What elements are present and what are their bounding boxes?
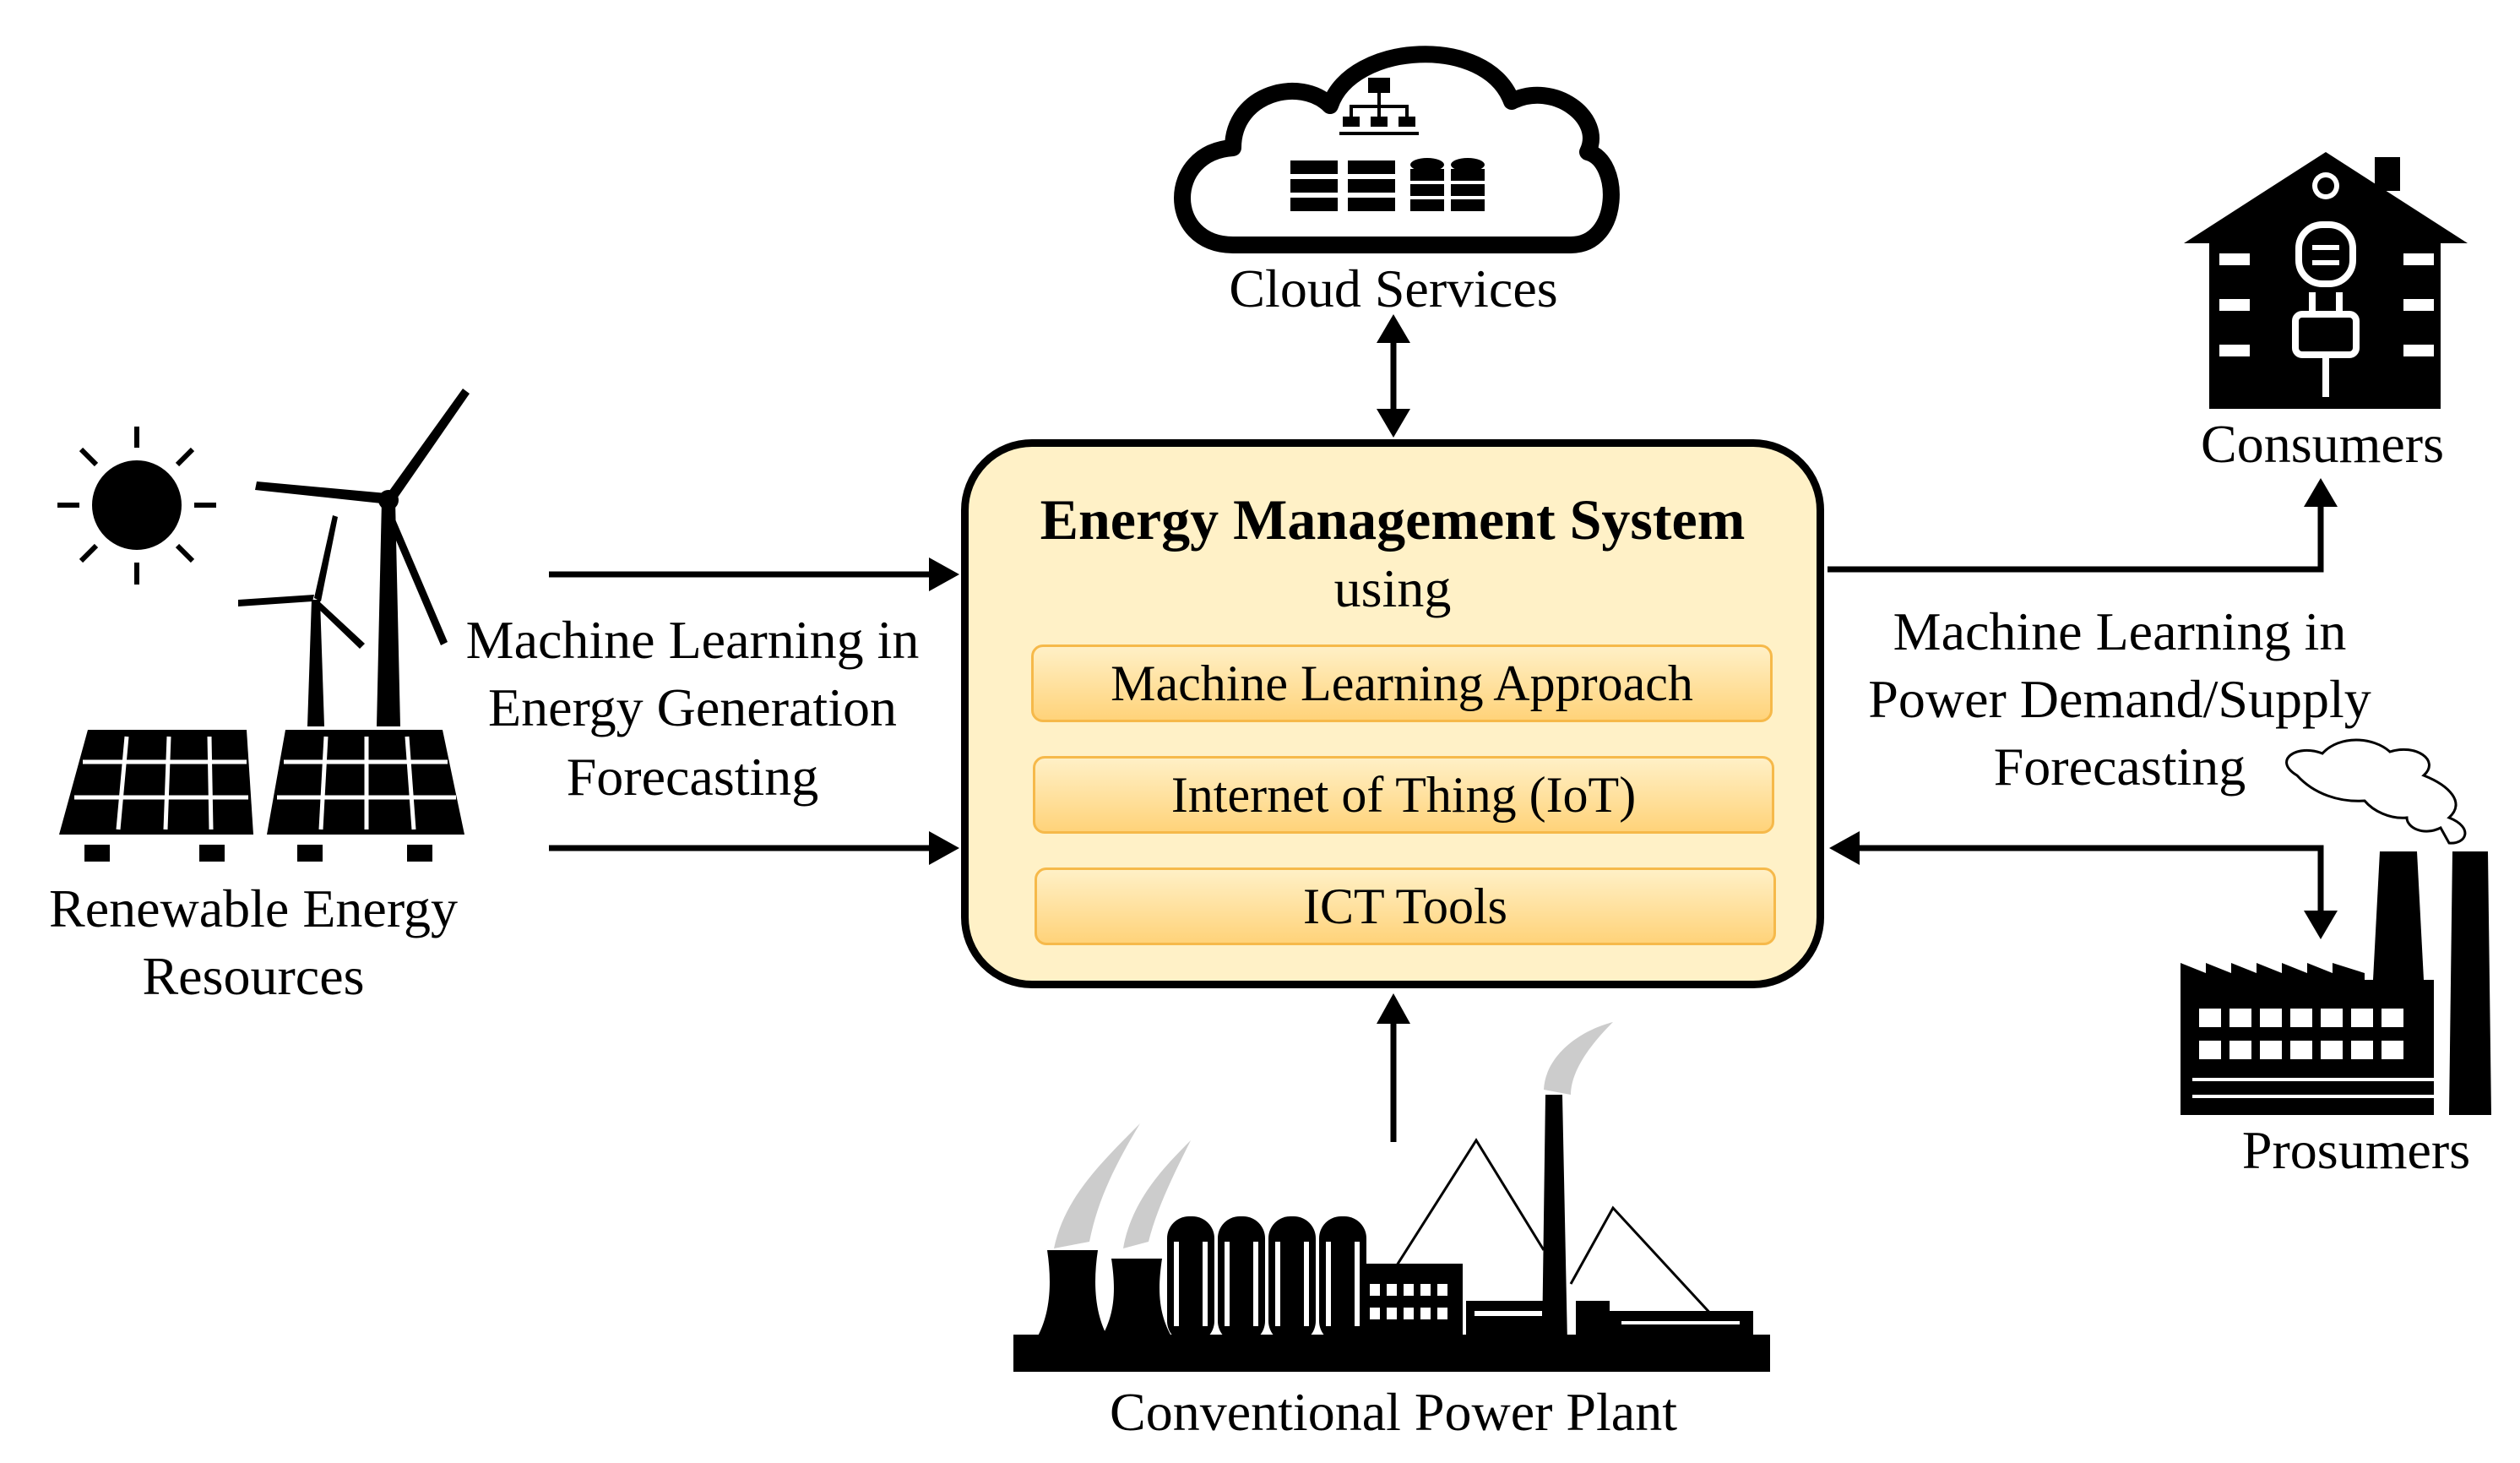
ml-approach-pill: Machine Learning Approach xyxy=(1031,644,1773,722)
generation-forecast-label-line3: Forecasting xyxy=(566,747,819,807)
demand-forecast-label-line1: Machine Learning in xyxy=(1893,601,2347,661)
arrow-prosumers-ems xyxy=(1829,831,2338,939)
factory-icon xyxy=(2181,738,2491,1115)
arrow-cloud-ems xyxy=(1377,314,1410,438)
ems-title: Energy Management System xyxy=(1040,487,1746,552)
arrow-renewable-ems-top xyxy=(549,557,959,591)
renewable-label-line2: Resources xyxy=(142,946,365,1006)
consumers-label: Consumers xyxy=(2201,414,2444,474)
arrow-plant-ems xyxy=(1377,993,1410,1142)
prosumers-label: Prosumers xyxy=(2241,1120,2471,1180)
cloud-services-label: Cloud Services xyxy=(1229,258,1558,318)
generation-forecast-label-line2: Energy Generation xyxy=(488,677,897,737)
generation-forecast-label-line1: Machine Learning in xyxy=(465,610,920,670)
power-plant-icon xyxy=(1013,1022,1770,1372)
iot-pill: Internet of Thing (IoT) xyxy=(1033,756,1774,834)
sun-icon xyxy=(57,427,216,585)
ict-tools-pill: ICT Tools xyxy=(1035,867,1776,945)
cloud-icon xyxy=(1174,46,1620,253)
conventional-plant-label: Conventional Power Plant xyxy=(1110,1382,1677,1442)
ems-subtitle: using xyxy=(1333,558,1452,618)
wind-turbine-icon xyxy=(238,389,470,726)
arrow-ems-consumers xyxy=(1828,478,2338,573)
house-icon xyxy=(2184,152,2468,409)
demand-forecast-label-line2: Power Demand/Supply xyxy=(1868,669,2371,729)
energy-management-system-box: Energy Management System using Machine L… xyxy=(961,439,1824,988)
arrow-renewable-ems-bottom xyxy=(549,831,959,865)
solar-panel-icon xyxy=(59,730,464,862)
renewable-label-line1: Renewable Energy xyxy=(49,878,458,938)
demand-forecast-label-line3: Forecasting xyxy=(1993,737,2246,797)
